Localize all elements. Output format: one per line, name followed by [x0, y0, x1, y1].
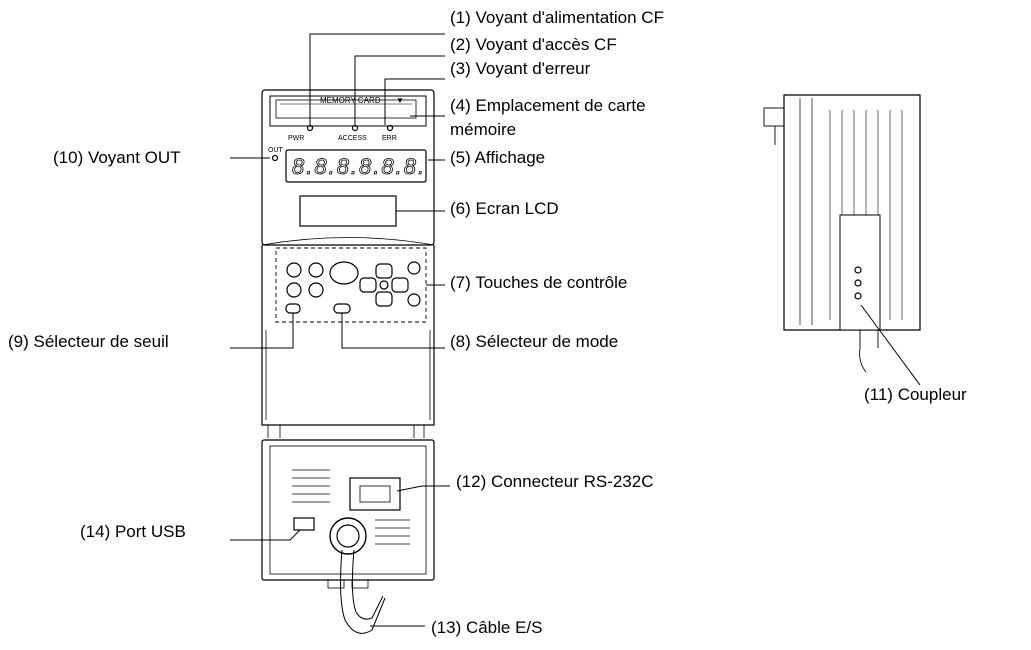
controller-side-view — [763, 94, 921, 373]
out-led — [271, 154, 279, 162]
cable-gland — [329, 517, 367, 555]
label-1-cf-power-led: (1) Voyant d'alimentation CF — [450, 8, 664, 27]
controller-upper-body: MEMORY CARD ▼ PWR ACCESS ERR OUT 8.8.8.8… — [261, 89, 435, 246]
controller-base — [261, 425, 435, 634]
access-led — [351, 124, 359, 132]
label-9-threshold-selector: (9) Sélecteur de seuil — [8, 332, 169, 351]
label-13-io-cable: (13) Câble E/S — [431, 618, 543, 637]
access-text: ACCESS — [338, 135, 367, 142]
leader-lines — [230, 33, 921, 627]
threshold-switch — [285, 303, 301, 314]
label-5-display: (5) Affichage — [450, 148, 546, 167]
io-cable — [340, 549, 386, 634]
pwr-text: PWR — [288, 135, 304, 142]
lcd-screen — [299, 195, 397, 227]
label-11-coupler: (11) Coupleur — [864, 385, 967, 404]
label-8-mode-selector: (8) Sélecteur de mode — [450, 332, 619, 351]
display-digits: 8.8.8.8.8.8. — [292, 154, 426, 179]
err-led — [386, 124, 394, 132]
out-text: OUT — [268, 147, 284, 154]
label-12-rs232c-connector: (12) Connecteur RS-232C — [456, 472, 654, 491]
label-14-usb-port: (14) Port USB — [80, 522, 186, 541]
memory-card-text: MEMORY CARD — [320, 96, 381, 105]
controller-key-area — [261, 237, 435, 426]
rs232c-connector — [349, 477, 401, 511]
label-10-out-led: (10) Voyant OUT — [53, 148, 181, 167]
err-text: ERR — [382, 135, 397, 142]
label-4-memory-card-slot-a: (4) Emplacement de carte — [450, 96, 646, 115]
label-2-cf-access-led: (2) Voyant d'accès CF — [450, 35, 617, 54]
mode-switch — [333, 303, 351, 314]
label-4-memory-card-slot-b: mémoire — [450, 120, 517, 139]
label-3-error-led: (3) Voyant d'erreur — [450, 59, 591, 78]
label-7-control-keys: (7) Touches de contrôle — [450, 273, 628, 292]
usb-port — [293, 517, 315, 531]
pwr-led — [306, 124, 314, 132]
seven-seg-display — [285, 149, 427, 183]
svg-text:▼: ▼ — [396, 96, 404, 105]
label-6-lcd-screen: (6) Ecran LCD — [450, 199, 559, 218]
